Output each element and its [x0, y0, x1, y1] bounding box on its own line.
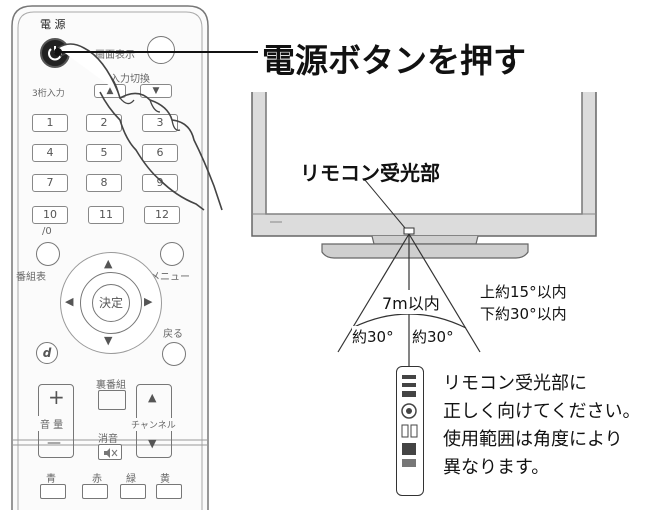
- menu-label: メニュー: [150, 272, 190, 283]
- dpad-left-icon[interactable]: ◀: [65, 295, 74, 308]
- mute-label: 消音: [98, 434, 118, 445]
- enter-button[interactable]: 決定: [92, 284, 130, 322]
- volume-down-icon: —: [47, 435, 61, 451]
- volume-up-icon: +: [48, 385, 65, 409]
- number-key-10[interactable]: 10: [32, 206, 68, 224]
- mute-button[interactable]: [98, 444, 122, 460]
- back-button[interactable]: [162, 342, 186, 366]
- angle-right-label: 約30°: [412, 326, 454, 347]
- instruction-text: リモコン受光部に 正しく向けてください。 使用範囲は角度により 異なります。: [443, 370, 640, 482]
- instruction-line-2: 正しく向けてください。: [443, 401, 641, 422]
- dpad-up-icon[interactable]: ▲: [104, 257, 113, 270]
- blue-label: 青: [46, 474, 56, 485]
- program-guide-label: 番組表: [16, 272, 46, 283]
- yellow-label: 黄: [160, 474, 170, 485]
- green-label: 緑: [126, 474, 136, 485]
- d-button[interactable]: d: [36, 342, 58, 364]
- green-button[interactable]: [120, 484, 146, 499]
- back-label: 戻る: [163, 329, 183, 340]
- input-switch-label: 入力切換: [110, 74, 150, 85]
- vertical-angle-lower: 下約30°以内: [480, 305, 567, 323]
- vertical-angle-upper: 上約15°以内: [480, 283, 567, 301]
- zero-label: /0: [42, 226, 52, 237]
- sensor-label: リモコン受光部: [300, 161, 440, 185]
- instruction-line-1: リモコン受光部に: [443, 373, 587, 394]
- yellow-button[interactable]: [156, 484, 182, 499]
- instruction-line-4: 異なります。: [443, 457, 550, 478]
- remote-control: 電 源 画面表示 入力切換 3桁入力 ▲ ▼ 1 2 3 4 5 6 7 8 9…: [10, 0, 210, 510]
- input-down-button[interactable]: ▼: [140, 84, 172, 98]
- power-label: 電 源: [40, 18, 66, 31]
- program-guide-button[interactable]: [36, 242, 60, 266]
- menu-button[interactable]: [160, 242, 184, 266]
- number-key-5[interactable]: 5: [86, 144, 122, 162]
- dpad-right-icon[interactable]: ▶: [144, 295, 153, 308]
- number-key-4[interactable]: 4: [32, 144, 68, 162]
- enter-label: 決定: [98, 296, 123, 310]
- channel-label: チャンネル: [130, 418, 177, 431]
- dpad-down-icon[interactable]: ▼: [104, 334, 113, 347]
- number-key-1[interactable]: 1: [32, 114, 68, 132]
- input-3digit-label: 3桁入力: [32, 89, 65, 99]
- number-key-12[interactable]: 12: [144, 206, 180, 224]
- channel-up-icon: ▲: [148, 391, 157, 404]
- screen-display-label: 画面表示: [95, 50, 135, 61]
- number-key-8[interactable]: 8: [86, 174, 122, 192]
- small-remote-buttons-icon: [401, 375, 418, 467]
- pointer-line: [54, 48, 258, 56]
- volume-label: 音 量: [38, 416, 66, 431]
- pressing-hand-illustration: [57, 43, 223, 211]
- instruction-line-3: 使用範囲は角度により: [443, 429, 623, 450]
- page-title: 電源ボタンを押す: [262, 41, 526, 80]
- screen-display-button[interactable]: [147, 36, 175, 64]
- back-program-button[interactable]: [98, 390, 126, 410]
- small-remote: [396, 366, 424, 496]
- number-key-3[interactable]: 3: [142, 114, 178, 132]
- number-key-6[interactable]: 6: [142, 144, 178, 162]
- back-program-label: 裏番組: [96, 380, 126, 391]
- d-label: d: [42, 346, 52, 360]
- speaker-mute-icon: [104, 448, 118, 458]
- distance-label: 7m以内: [380, 290, 442, 314]
- channel-down-icon: ▼: [148, 437, 157, 450]
- red-button[interactable]: [82, 484, 108, 499]
- red-label: 赤: [92, 474, 102, 485]
- angle-left-label: 約30°: [352, 326, 394, 347]
- blue-button[interactable]: [40, 484, 66, 499]
- number-key-7[interactable]: 7: [32, 174, 68, 192]
- number-key-11[interactable]: 11: [88, 206, 124, 224]
